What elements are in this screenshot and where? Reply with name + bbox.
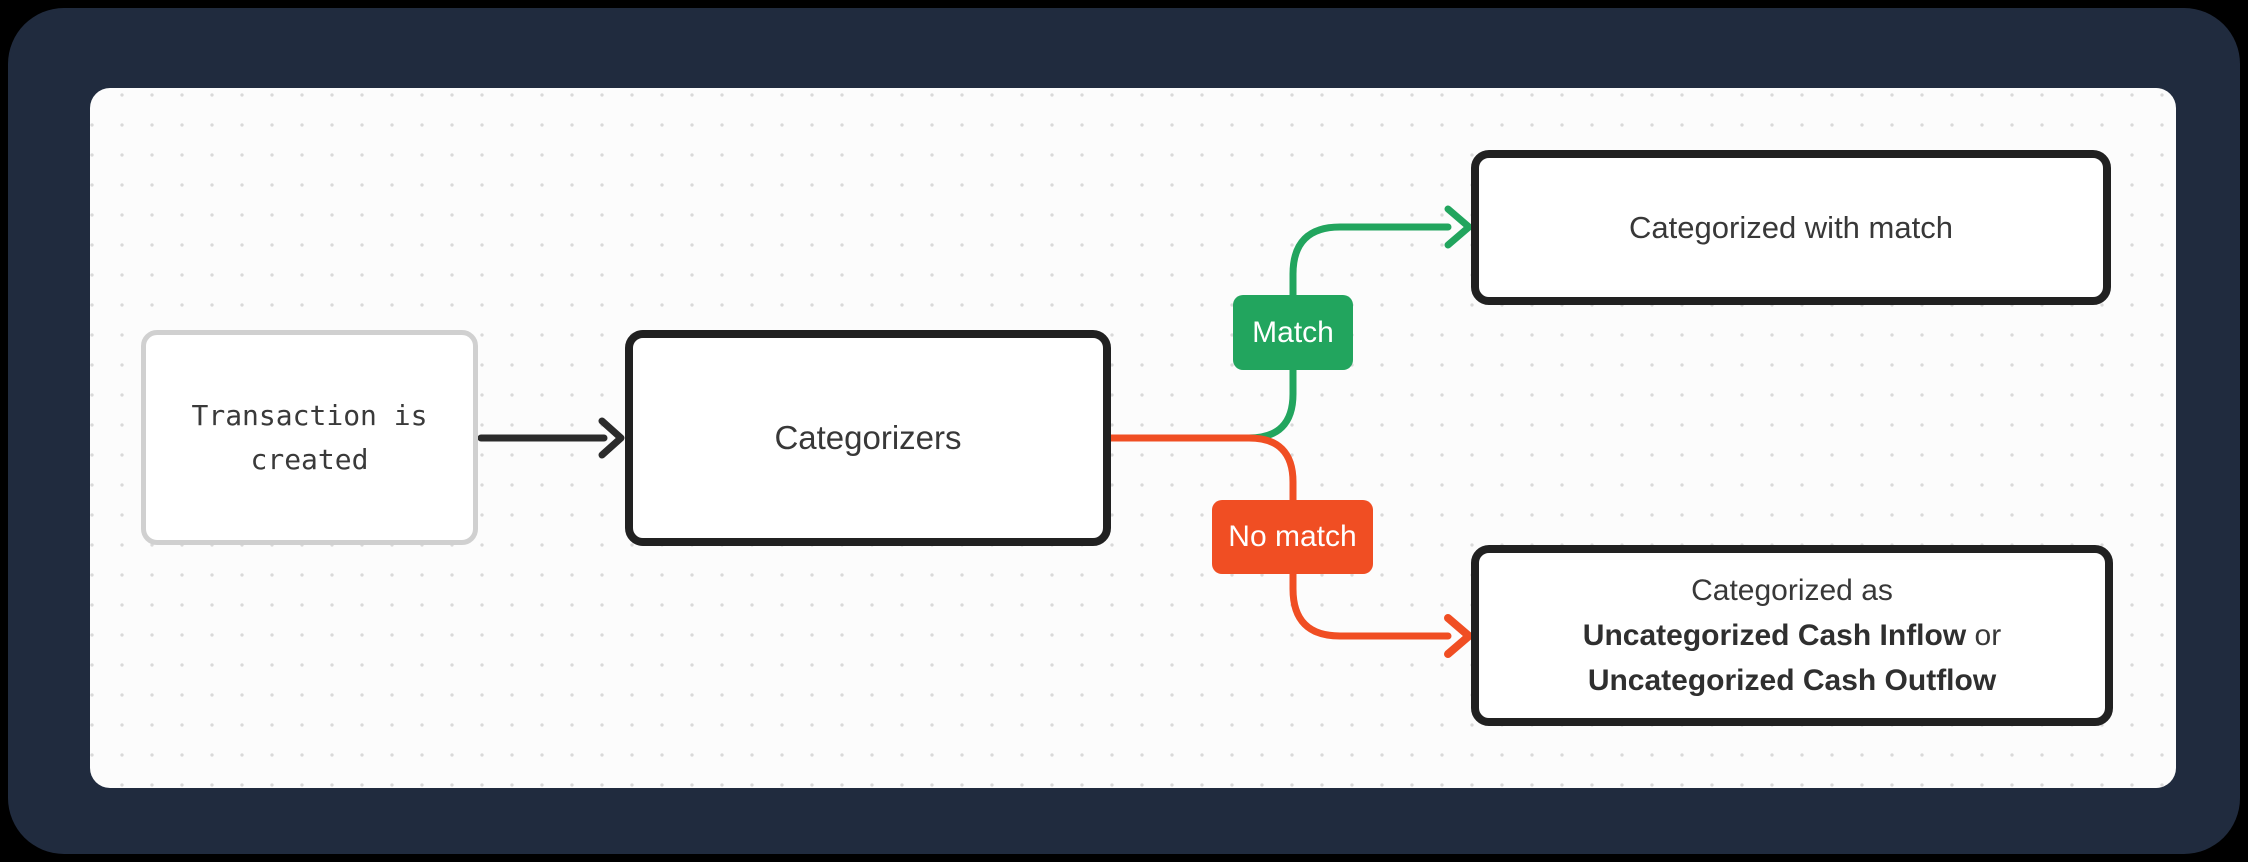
node-transaction-label: Transaction is created	[191, 398, 428, 476]
edge-label-no-match[interactable]: No match	[1212, 500, 1373, 574]
node-transaction-created[interactable]: Transaction is created	[141, 330, 478, 545]
nomatch-line3: Uncategorized Cash Outflow	[1587, 664, 1997, 697]
edges-layer	[477, 205, 1473, 658]
navy-frame: Transaction is created Categorizers Cate…	[8, 8, 2240, 854]
arrowhead-black	[598, 417, 625, 459]
nomatch-line2: Uncategorized Cash Inflow or	[1582, 619, 2002, 652]
arrowhead-green	[1444, 205, 1473, 249]
node-match-result-label: Categorized with match	[1629, 209, 1953, 245]
edge-label-match[interactable]: Match	[1233, 295, 1353, 370]
node-categorizers-label: Categorizers	[774, 419, 962, 456]
edge-match[interactable]	[1107, 223, 1452, 442]
flow-canvas[interactable]: Transaction is created Categorizers Cate…	[90, 88, 2176, 788]
arrowhead-red	[1444, 614, 1473, 658]
edge-no-match[interactable]	[1107, 434, 1452, 640]
node-categorized-with-match[interactable]: Categorized with match	[1471, 150, 2111, 305]
edge-label-match-text: Match	[1252, 315, 1334, 349]
edge-label-no-match-text: No match	[1228, 520, 1357, 553]
node-categorizers[interactable]: Categorizers	[625, 330, 1111, 546]
node-categorized-uncategorized[interactable]: Categorized as Uncategorized Cash Inflow…	[1471, 545, 2113, 726]
nomatch-line1: Categorized as	[1691, 574, 1893, 607]
